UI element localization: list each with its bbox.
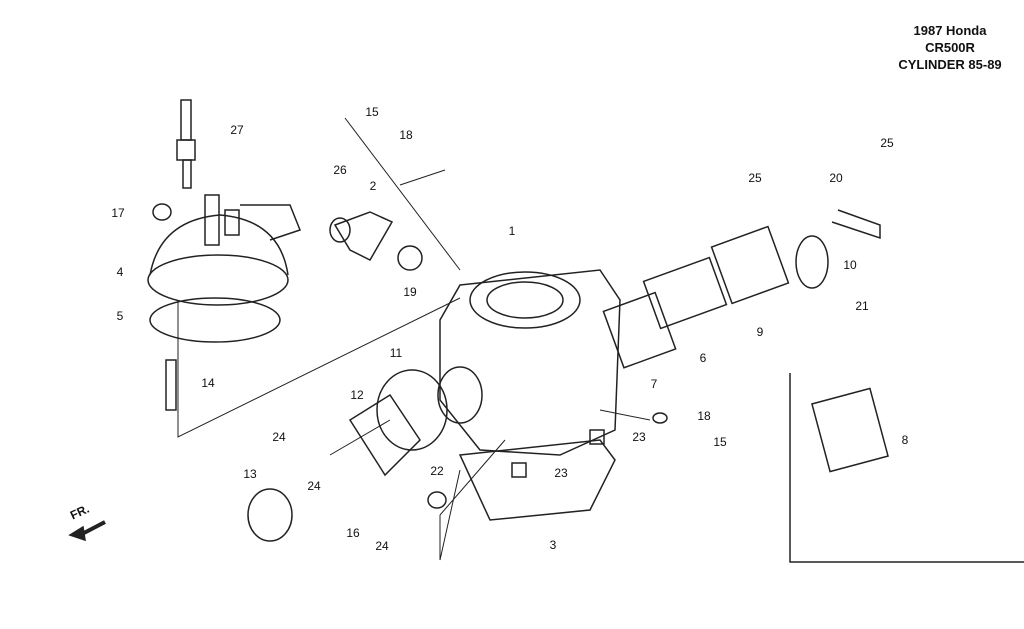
part-callout: 12 (349, 388, 365, 402)
title-section: CYLINDER 85-89 (898, 57, 1002, 72)
part-callout: 25 (747, 171, 763, 185)
cylinder-head (147, 194, 301, 306)
inset-gasket (811, 387, 889, 473)
part-callout: 16 (345, 526, 361, 540)
part-callout: 20 (828, 171, 844, 185)
title-model: CR500R (925, 40, 975, 55)
part-callout: 1 (507, 224, 517, 238)
diagram-title: 1987 Honda CR500R CYLINDER 85-89 (890, 22, 1010, 73)
o-ring (397, 245, 423, 271)
part-callout: 25 (879, 136, 895, 150)
intake-pipe (348, 393, 421, 477)
part-callout: 22 (429, 464, 445, 478)
reed-valve (642, 256, 728, 330)
part-callout: 13 (242, 467, 258, 481)
part-callout: 27 (229, 123, 245, 137)
part-callout: 21 (854, 299, 870, 313)
nut (427, 491, 447, 509)
part-callout: 3 (548, 538, 558, 552)
washer (652, 412, 668, 424)
part-callout: 2 (368, 179, 378, 193)
part-callout: 26 (332, 163, 348, 177)
part-callout: 15 (364, 105, 380, 119)
part-callout: 17 (110, 206, 126, 220)
part-callout: 6 (698, 351, 708, 365)
part-callout: 23 (631, 430, 647, 444)
inset-frame (789, 373, 1024, 563)
water-joint (333, 211, 394, 261)
dowel (589, 429, 605, 445)
part-callout: 14 (200, 376, 216, 390)
part-callout: 10 (842, 258, 858, 272)
part-callout: 7 (649, 377, 659, 391)
part-callout: 4 (115, 265, 125, 279)
base-gasket (458, 439, 616, 521)
part-callout: 24 (271, 430, 287, 444)
part-callout: 15 (712, 435, 728, 449)
title-year-make: 1987 Honda (913, 23, 987, 38)
part-callout: 9 (755, 325, 765, 339)
part-callout: 5 (115, 309, 125, 323)
part-callout: 18 (696, 409, 712, 423)
insulator (710, 225, 790, 305)
part-callout: 24 (374, 539, 390, 553)
part-callout: 8 (900, 433, 910, 447)
part-callout: 19 (402, 285, 418, 299)
spark-plug (176, 99, 196, 189)
dowel (511, 462, 527, 478)
part-callout: 24 (306, 479, 322, 493)
part-callout: 18 (398, 128, 414, 142)
part-callout: 23 (553, 466, 569, 480)
cylinder (437, 269, 621, 456)
gasket-11 (376, 369, 448, 451)
clamp-13 (247, 488, 293, 542)
part-callout: 11 (388, 346, 404, 360)
gasket (602, 291, 677, 369)
clamp (795, 235, 829, 289)
bracket (831, 209, 881, 240)
head-gasket (149, 297, 281, 343)
stud (165, 359, 177, 411)
